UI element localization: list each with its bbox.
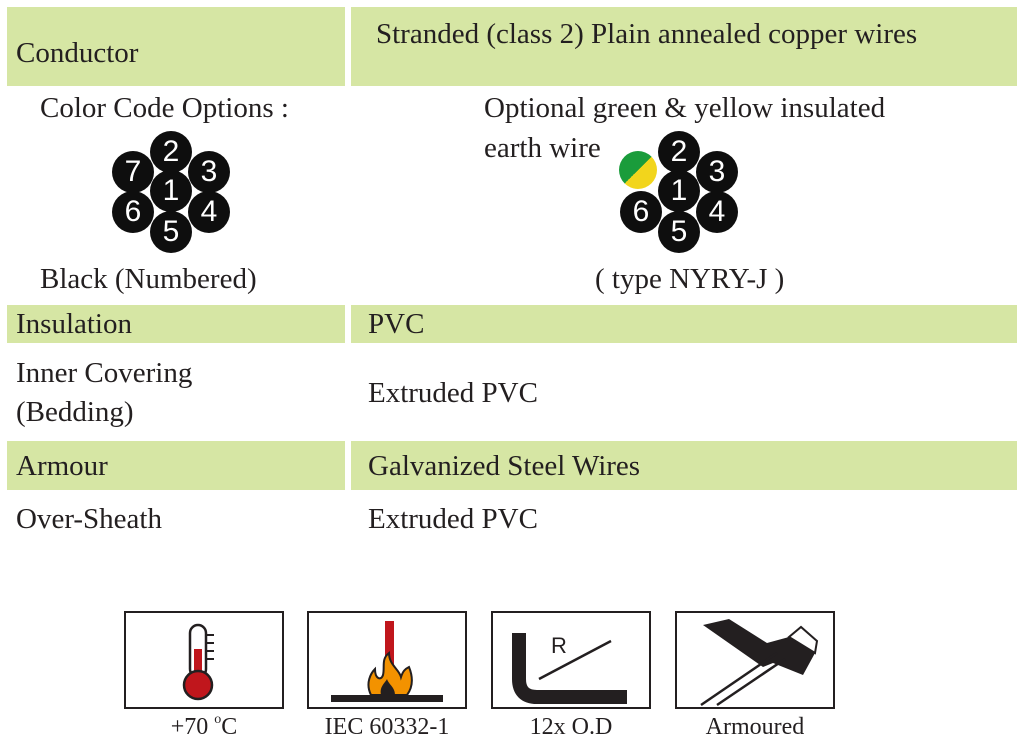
- core-7: 7: [112, 151, 154, 193]
- earth-core: [619, 151, 657, 189]
- bend-radius-icon-box: R: [491, 611, 651, 709]
- insulation-label-cell: Insulation: [7, 305, 345, 343]
- core-6: 6: [112, 191, 154, 233]
- insulation-label: Insulation: [16, 308, 132, 340]
- conductor-label: Conductor: [16, 37, 139, 69]
- conductor-label-cell: Conductor: [7, 7, 345, 86]
- thermometer-icon-box: [124, 611, 284, 709]
- over-sheath-value: Extruded PVC: [368, 503, 538, 535]
- armour-label-text: Armoured: [705, 714, 805, 740]
- armour-value: Galvanized Steel Wires: [368, 450, 641, 482]
- insulation-value: PVC: [368, 308, 425, 340]
- color-code-title: Color Code Options :: [40, 92, 289, 124]
- earth-diagram-core-6: 6: [620, 191, 662, 233]
- inner-covering-label-1: Inner Covering: [16, 357, 193, 389]
- flame-icon-box: [307, 611, 467, 709]
- earth-diagram-core-1: 1: [658, 170, 700, 212]
- insulation-value-cell: PVC: [351, 305, 1017, 343]
- core-4: 4: [188, 191, 230, 233]
- bend-radius-icon: R: [512, 633, 627, 704]
- inner-covering-label-2: (Bedding): [16, 396, 134, 428]
- earth-diagram-core-4: 4: [696, 191, 738, 233]
- core-3: 3: [188, 151, 230, 193]
- flame-label: IEC 60332-1: [324, 714, 450, 740]
- earth-diagram-core-5: 5: [658, 211, 700, 253]
- earth-option-caption: ( type NYRY-J ): [595, 263, 785, 295]
- inner-covering-value: Extruded PVC: [368, 377, 538, 409]
- core-1: 1: [150, 170, 192, 212]
- color-code-caption: Black (Numbered): [40, 263, 257, 295]
- flame-icon: [331, 621, 443, 702]
- armour-icon-box: [675, 611, 835, 709]
- earth-option-title-2: earth wire: [484, 132, 601, 164]
- radius-glyph: R: [551, 633, 567, 658]
- core-2: 2: [150, 131, 192, 173]
- earth-diagram-core-2: 2: [658, 131, 700, 173]
- over-sheath-label: Over-Sheath: [16, 503, 162, 535]
- thermometer-label: +70 oC: [170, 712, 238, 741]
- core-5: 5: [150, 211, 192, 253]
- earth-diagram-core-3: 3: [696, 151, 738, 193]
- armour-label-cell: Armour: [7, 441, 345, 490]
- thermometer-icon: [182, 623, 214, 701]
- earth-option-title-1: Optional green & yellow insulated: [484, 92, 886, 124]
- conductor-value: Stranded (class 2) Plain annealed copper…: [376, 18, 918, 50]
- conductor-value-cell: Stranded (class 2) Plain annealed copper…: [351, 7, 1017, 86]
- armour-label: Armour: [16, 450, 108, 482]
- armour-icon: [700, 619, 819, 707]
- armour-value-cell: Galvanized Steel Wires: [351, 441, 1017, 490]
- bend-radius-label: 12x O.D: [529, 714, 613, 740]
